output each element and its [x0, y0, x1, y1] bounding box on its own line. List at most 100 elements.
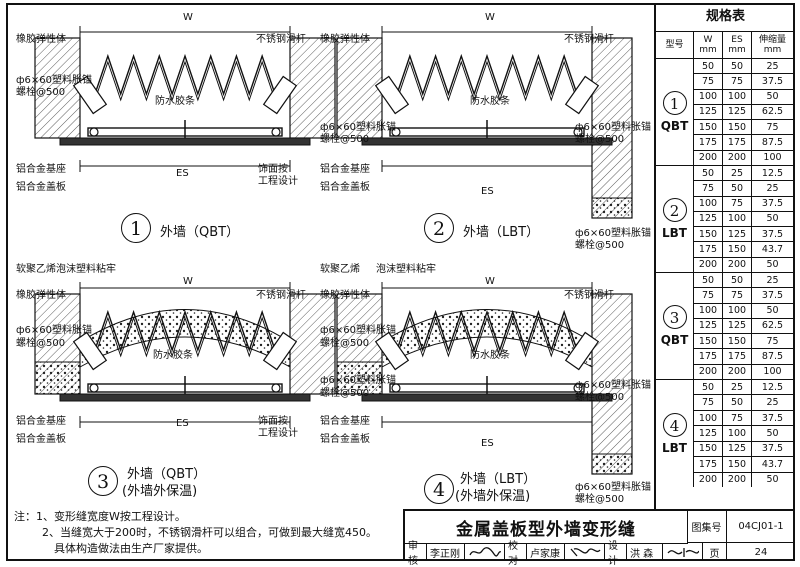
design-signature-mark	[667, 548, 699, 557]
d2-rubber-label: 橡胶弹性体	[320, 34, 370, 45]
rod-end-right	[271, 127, 281, 137]
wall-corner-base	[591, 197, 633, 219]
anchor-right	[262, 331, 298, 371]
spec-group-name: QBT	[660, 333, 689, 347]
d2-anchor-label-bottom: ф6×60塑料胀锚	[575, 228, 652, 239]
foam-insulation	[381, 309, 593, 368]
anchor-left	[374, 331, 410, 371]
d2-caption: 外墙（LBT）	[463, 225, 540, 240]
spec-cell: 25	[766, 182, 779, 194]
d4-bolt-label-left: 螺栓@500	[320, 388, 370, 399]
spec-cell: 50	[694, 273, 723, 288]
spec-cell: 200	[694, 364, 723, 379]
d2-bolt-label-right: 螺栓@500	[575, 134, 625, 145]
spec-cell: 43.7	[761, 244, 784, 256]
spec-cell: 12.5	[761, 381, 784, 393]
design-signature	[663, 543, 703, 561]
spec-table-title: 规格表	[656, 3, 795, 32]
d3-plate-label: 铝合金盖板	[16, 434, 66, 445]
spec-cell: 75	[723, 288, 752, 303]
spec-group-name: LBT	[662, 226, 687, 240]
rubber-elastomer-inner	[94, 316, 276, 358]
spec-group-number: 2	[662, 198, 687, 222]
check-label: 校对	[505, 541, 527, 567]
d1-caption: 外墙（QBT）	[160, 225, 240, 240]
spec-cell: 37.5	[761, 443, 784, 455]
d1-base-label: 铝合金基座	[16, 164, 66, 175]
review-signature-mark	[469, 547, 501, 557]
spec-cell: 200	[694, 472, 723, 487]
spec-cell: 25	[766, 60, 779, 72]
d2-base-label: 铝合金基座	[320, 164, 370, 175]
d4-caption-line2: (外墙外保温)	[455, 489, 531, 504]
spec-cell: 175	[694, 135, 723, 150]
wall-left	[34, 37, 81, 139]
d4-bolt-label-bottom: 螺栓@500	[575, 494, 625, 505]
spec-cell: 125	[723, 318, 752, 334]
note-line-2: 2、当缝宽大于200时，不锈钢滑杆可以组合，可做到最大缝宽450。	[42, 526, 377, 539]
spec-cell: 100	[763, 366, 782, 378]
spec-cell: 43.7	[761, 458, 784, 470]
d4-number-circle: 4	[424, 474, 454, 504]
foam-insulation	[79, 309, 291, 368]
d3-w-label: W	[183, 276, 193, 287]
spec-cell: 50	[766, 427, 779, 439]
spec-cell: 100	[723, 426, 752, 441]
rod-end-left	[391, 127, 401, 137]
spec-cell: 125	[694, 318, 723, 334]
spec-cell: 25	[723, 380, 752, 395]
spec-cell: 50	[766, 213, 779, 225]
wall-left	[336, 37, 383, 139]
spec-cell: 100	[694, 303, 723, 318]
drawing-sheet-border	[6, 3, 795, 561]
check-signature-mark	[570, 548, 601, 557]
d4-bolt-label-top: 螺栓@500	[320, 338, 370, 349]
aluminum-cover-plate	[361, 393, 613, 402]
d1-w-label: W	[183, 12, 193, 23]
spec-cell: 150	[723, 457, 752, 472]
spec-cell: 150	[723, 120, 752, 135]
d3-rubber-label: 橡胶弹性体	[16, 290, 66, 301]
spec-cell: 75	[723, 410, 752, 426]
spec-cell: 75	[766, 335, 779, 347]
spec-cell: 150	[723, 242, 752, 257]
d3-base-label: 铝合金基座	[16, 416, 66, 427]
d1-bolt-label: 螺栓@500	[16, 87, 66, 98]
spec-cell: 125	[694, 426, 723, 441]
page-number: 24	[754, 546, 768, 558]
spec-cell: 100	[723, 211, 752, 227]
spec-cell: 125	[694, 211, 723, 227]
d3-finish-label-2: 工程设计	[258, 428, 298, 439]
d4-anchor-label-top: ф6×60塑料胀锚	[320, 325, 397, 336]
anchor-left	[72, 75, 108, 115]
d4-anchor-label-bottom: ф6×60塑料胀锚	[575, 482, 652, 493]
anchor-right	[564, 75, 600, 115]
d4-rod-label: 不锈钢滑杆	[564, 290, 614, 301]
d1-rubber-label: 橡胶弹性体	[16, 34, 66, 45]
d4-foam-label-b: 泡沫塑料粘牢	[376, 264, 436, 275]
check-name: 卢家康	[527, 543, 565, 561]
title-block: 金属盖板型外墙变形缝 图集号 04CJ01-1 审核 李正刚 校对 卢家康 设计…	[403, 509, 795, 567]
d4-strip-label: 防水胶条	[470, 350, 510, 361]
anchor-right	[564, 331, 600, 371]
spec-cell: 200	[723, 257, 752, 272]
spec-cell: 50	[723, 273, 752, 288]
d2-w-label: W	[485, 12, 495, 23]
spec-cell: 50	[694, 166, 723, 181]
spec-cell: 37.5	[761, 289, 784, 301]
